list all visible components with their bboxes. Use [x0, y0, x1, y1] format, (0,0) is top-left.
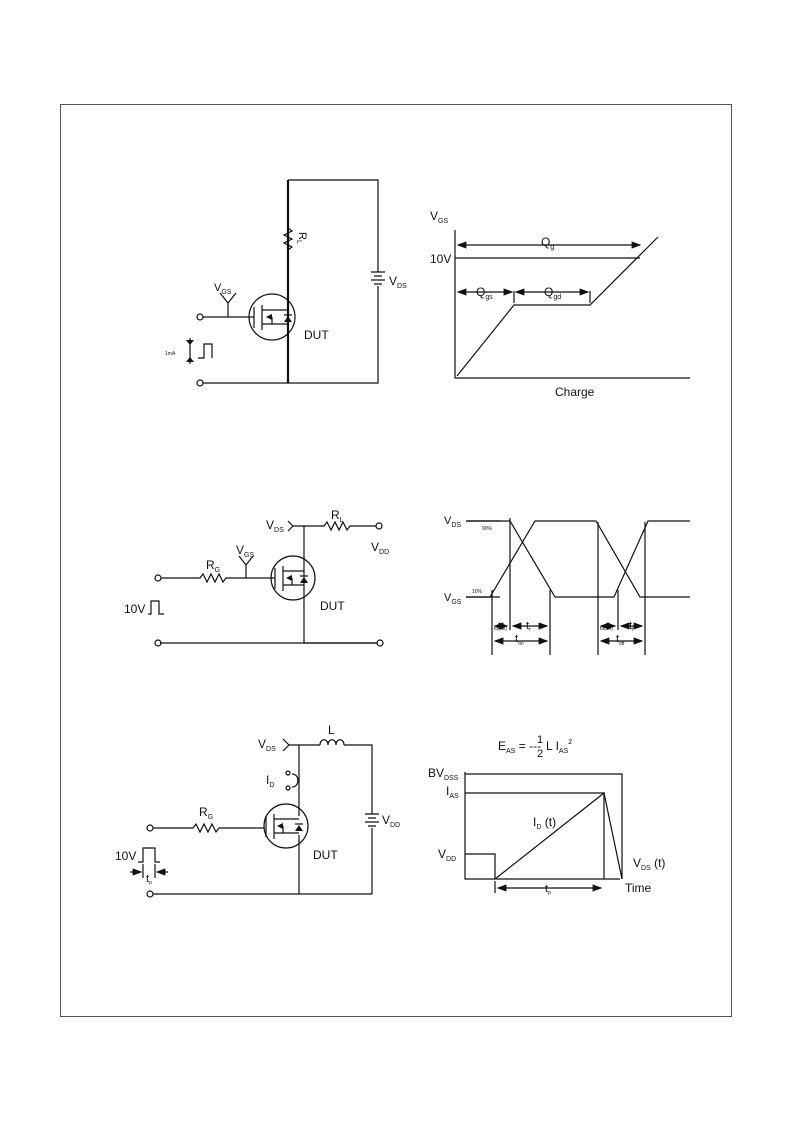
load-resistor-rl [282, 224, 294, 254]
av-l-label: L [328, 723, 335, 737]
page-frame [60, 104, 732, 1017]
p90-label: 90% [482, 526, 493, 532]
qg-label: Qg [541, 235, 554, 251]
sw-dut-label: DUT [320, 599, 345, 613]
av-id-label: ID [266, 773, 274, 789]
sw-wf-vgs-label: VGS [444, 592, 462, 606]
vds-battery-symbol [371, 271, 385, 285]
qgd-label: Qgd [544, 285, 561, 301]
rl-label: RL [295, 232, 308, 244]
frac-num: 1 [537, 734, 543, 746]
av-wf-vdd-label: VDD [438, 847, 456, 863]
ten-volt-label: 10V [430, 252, 451, 266]
frac-den: 2 [537, 748, 543, 760]
av-pulse-label: 10V [115, 849, 136, 863]
gc-ylabel: VGS [430, 209, 448, 225]
vdd-terminal [375, 522, 383, 530]
sw-vds-label: VDS [266, 518, 284, 534]
idt-label: ID (t) [533, 815, 556, 831]
current-probe [285, 770, 299, 791]
vdd-battery-symbol [365, 813, 379, 827]
sw-vgs-label: VGS [236, 543, 254, 559]
switching-ground-left [154, 639, 162, 647]
aval-ground-terminal [146, 890, 154, 898]
gate-resistor-rg2 [153, 822, 264, 834]
av-vdd-label: VDD [382, 813, 400, 829]
current-source-label: 1mA [165, 351, 176, 357]
av-tp-label: tp [146, 873, 152, 886]
switching-circuit: VDS RL VDD RG VGS 10V DUT [124, 508, 389, 647]
avalanche-circuit: VDS L ID RG VDD 10V tp DUT [115, 723, 400, 898]
td-on-label: td(on) [494, 626, 507, 632]
charge-axis-label: Charge [555, 385, 595, 399]
tf-label: tf [629, 620, 634, 633]
aval-pulse-symbol [138, 847, 160, 863]
gate-terminal [196, 313, 204, 321]
sw-rl-label: RL [331, 508, 344, 524]
time-axis-label: Time [625, 881, 652, 895]
sw-pulse-label: 10V [124, 602, 145, 616]
ground-terminal [196, 379, 204, 387]
switching-ground-terminal [376, 639, 384, 647]
sw-vdd-label: VDD [371, 540, 389, 556]
ton-label: ton [515, 633, 524, 647]
av-wf-tp-label: tp [545, 883, 551, 896]
mosfet-dut-symbol-3 [263, 803, 309, 849]
inductor-l [319, 739, 345, 746]
id-ramp [494, 791, 623, 880]
av-dut-label: DUT [313, 848, 338, 862]
switching-gate-terminal [154, 574, 162, 582]
gate-charge-waveform: VGS 10V Qg Qgs Qgd Charge [430, 209, 690, 399]
vds-label: VDS [389, 274, 407, 290]
vgs-trace [466, 520, 690, 598]
p10-label: 10% [472, 589, 483, 595]
toff-label: toff [616, 633, 625, 647]
av-axes [464, 772, 620, 880]
load-resistor-rl2 [320, 520, 376, 532]
gate-charge-circuit: RL VGS VDS DUT 1mA [165, 179, 407, 387]
sw-rg-label: RG [206, 558, 220, 574]
sw-wf-vds-label: VDS [444, 515, 461, 529]
vds-trace [466, 520, 690, 598]
mosfet-dut-symbol-2 [270, 555, 316, 601]
mosfet-dut-symbol [248, 293, 296, 341]
tr-label: tr [526, 620, 531, 633]
switching-waveform: VDS VGS 90% 10% td(on) tr ton td(off) tf… [444, 515, 690, 655]
current-pulse-symbol [198, 343, 213, 359]
aval-gate-terminal [146, 824, 154, 832]
av-vds-label: VDS [258, 737, 276, 753]
gc-axes [454, 230, 690, 379]
av-rg-label: RG [199, 805, 213, 821]
eas-tail: L IAS2 [546, 739, 572, 755]
avalanche-waveform: EAS = --- 1 2 L IAS2 BVDSS IAS ID (t) VD… [428, 734, 665, 896]
gate-pulse-symbol [148, 600, 164, 615]
ias-label: IAS [446, 784, 459, 800]
dut-label: DUT [304, 328, 329, 342]
gate-resistor-rg [161, 572, 275, 584]
bvdss-label: BVDSS [428, 766, 459, 782]
td-off-label: td(off) [600, 626, 613, 632]
eas-formula: EAS = --- [498, 739, 541, 755]
vgs-label: VGS [214, 282, 232, 296]
vdst-label: VDS (t) [633, 856, 665, 872]
qgs-label: Qgs [476, 285, 493, 301]
